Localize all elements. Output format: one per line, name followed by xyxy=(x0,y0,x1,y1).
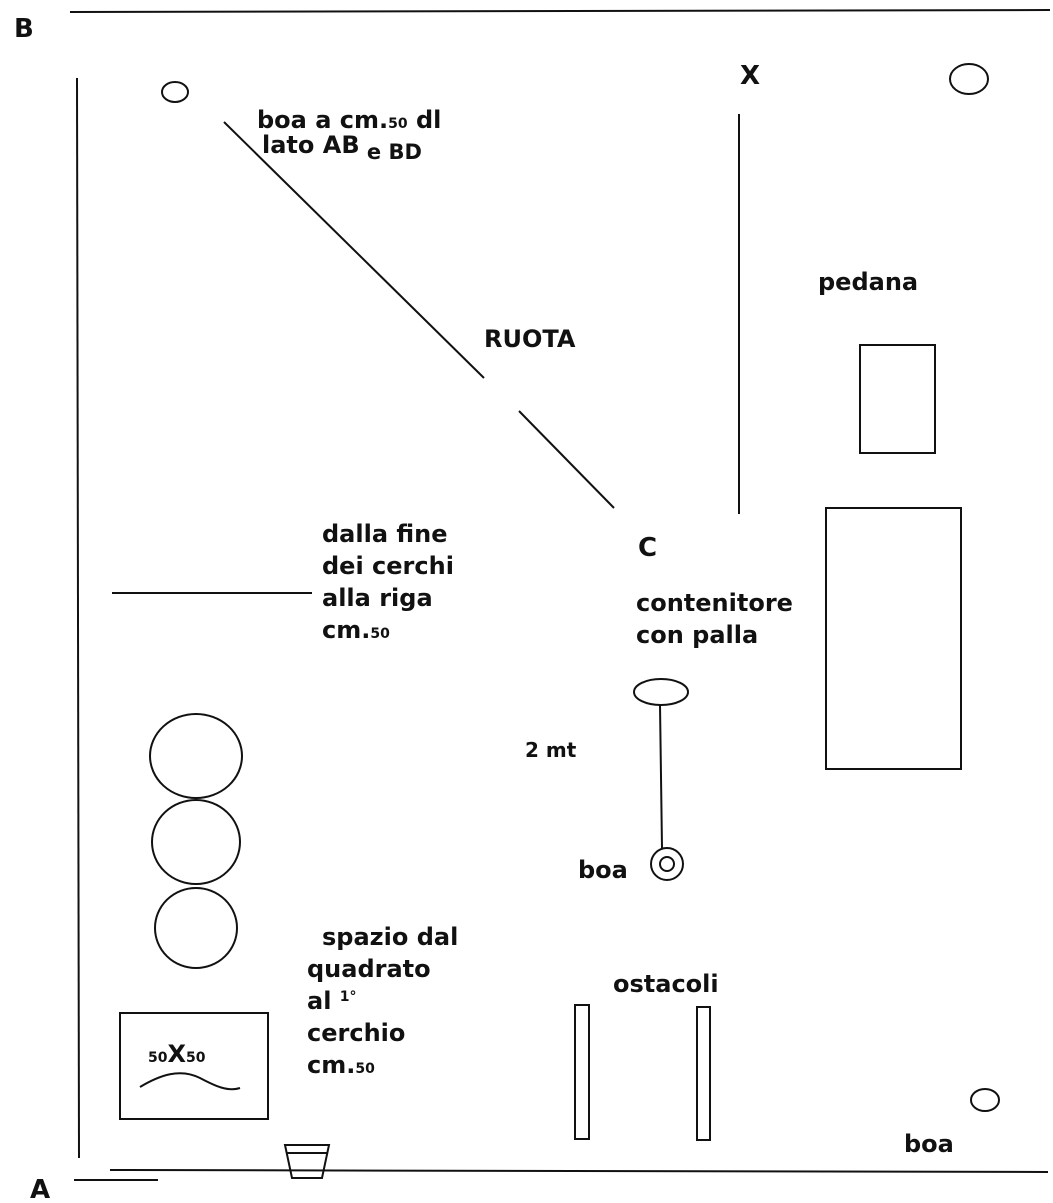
hoop-1 xyxy=(149,713,243,799)
contenitore-ellipse xyxy=(633,678,689,706)
boa-note-line1: boa a cm.50 dl xyxy=(257,106,441,134)
corner-b-label: B xyxy=(14,14,34,44)
spazio-line3: al 1° xyxy=(307,987,357,1015)
pedana-label: pedana xyxy=(818,268,918,296)
dalla-line3: alla riga xyxy=(322,584,433,612)
corner-x-label: X xyxy=(740,61,760,91)
boa-note-line2: lato AB e BD xyxy=(262,131,422,164)
ostacoli-label: ostacoli xyxy=(613,970,719,998)
hoop-3 xyxy=(154,887,238,969)
buoy-mid-inner xyxy=(659,856,675,872)
buoy-top-left xyxy=(161,81,189,103)
ruota-diagonal-lower xyxy=(518,410,615,509)
start-square xyxy=(119,1012,269,1120)
start-square-label: 50X50 xyxy=(148,1040,206,1068)
top-border xyxy=(69,9,1051,13)
boa-bottom-label: boa xyxy=(904,1130,954,1158)
spazio-line1: spazio dal xyxy=(322,923,458,951)
start-square-wave xyxy=(139,1072,241,1091)
hurdle-left xyxy=(574,1004,590,1140)
ruota-label: RUOTA xyxy=(484,325,576,353)
bucket-icon xyxy=(283,1144,331,1179)
buoy-bottom-right xyxy=(970,1088,1000,1112)
spazio-line5: cm.50 xyxy=(307,1051,375,1079)
buoy-top-right xyxy=(949,63,989,95)
contenitore-line1: contenitore xyxy=(636,589,793,617)
corner-a-label: A xyxy=(30,1175,50,1203)
hurdle-right xyxy=(696,1006,711,1141)
buoy-mid-outer xyxy=(650,847,684,881)
spazio-line2: quadrato xyxy=(307,955,431,983)
two-meter-label: 2 mt xyxy=(525,738,577,762)
dalla-line4: cm.50 xyxy=(322,616,390,644)
pedana-large-rect xyxy=(825,507,962,770)
dalla-line2: dei cerchi xyxy=(322,552,454,580)
ruota-diagonal-upper xyxy=(223,121,485,379)
spazio-line4: cerchio xyxy=(307,1019,405,1047)
left-border xyxy=(76,77,80,1159)
hoop-2 xyxy=(151,799,241,885)
corner-c-label: C xyxy=(638,533,657,563)
boa-mid-label: boa xyxy=(578,856,628,884)
contenitore-line2: con palla xyxy=(636,621,758,649)
bottom-border xyxy=(109,1169,1049,1173)
two-meter-line xyxy=(659,704,663,849)
dalla-line1: dalla fine xyxy=(322,520,448,548)
pedana-small-rect xyxy=(859,344,936,454)
